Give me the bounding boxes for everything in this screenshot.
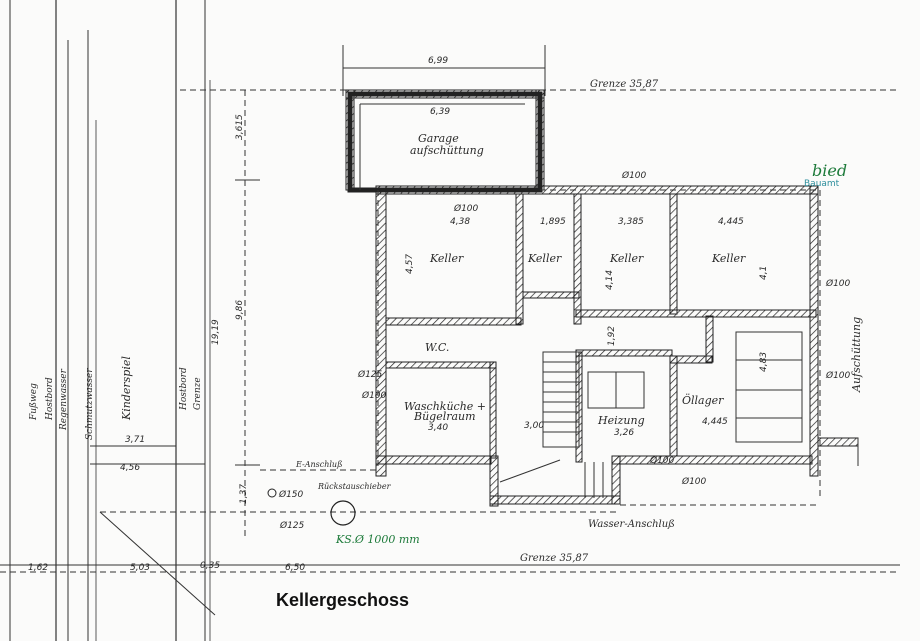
street-lines [9, 0, 211, 641]
dim-waschkueche: 3,40 [428, 423, 448, 433]
dim-503: 5,03 [130, 563, 150, 573]
room-label-heizung: Heizung [597, 414, 645, 427]
label-kinderspiel: Kinderspiel [120, 356, 133, 421]
room-label-keller-2: Keller [527, 252, 562, 265]
room-label-garage-sub: aufschüttung [410, 144, 484, 157]
room-label-oellager: Öllager [682, 393, 724, 407]
boundary-label-bottom: Grenze 35,87 [520, 553, 589, 564]
dim-650: 6,50 [285, 563, 305, 573]
pipe-label-top-left: Ø100 [453, 203, 479, 214]
dim-oellager-depth: 4,83 [759, 352, 769, 372]
pipe-label-right: Ø100 [825, 278, 851, 289]
label-grenze-left: Grenze [193, 377, 203, 410]
dim-oellager-width: 4,445 [702, 417, 728, 427]
label-schmutzwasser: Schmutzwasser [85, 368, 95, 440]
dim-keller3-depth: 4,14 [605, 270, 615, 290]
dim-corridor: 1,92 [607, 326, 617, 346]
plan-title: Kellergeschoss [276, 590, 410, 610]
dim-keller1-depth: 4,57 [405, 254, 415, 274]
label-fussweg: Fußweg [29, 383, 39, 421]
pipe-marker [267, 488, 277, 498]
label-e-anschluss: E-Anschluß [295, 460, 342, 469]
pipe-label-150: Ø150 [278, 489, 304, 500]
pipe-label-bottom: Ø100 [681, 476, 707, 487]
dim-building-depth: 9,86 [235, 300, 245, 320]
terrace-wall [817, 437, 859, 447]
oil-tank-symbols [587, 331, 803, 443]
left-dimensions [90, 179, 260, 466]
dim-garage-inner: 6,39 [430, 107, 450, 117]
label-wasser-anschluss: Wasser-Anschluß [588, 519, 675, 530]
room-label-waschkueche-sub: Bügelraum [413, 410, 476, 423]
pipe-label-right-2: Ø100 [825, 370, 851, 381]
staircase [499, 351, 604, 498]
inspection-shaft [330, 500, 356, 526]
stamp-bauamt: Bauamt [804, 179, 840, 189]
label-aufschuettung: Aufschüttung [850, 317, 863, 393]
label-ks: KS.Ø 1000 mm [335, 533, 420, 546]
boundary-label-top: Grenze 35,87 [590, 79, 659, 90]
dim-stairs: 3,00 [524, 421, 544, 431]
room-label-waschkueche: Waschküche + [404, 400, 486, 413]
room-label-wc: W.C. [425, 341, 449, 354]
dim-heizung: 3,26 [614, 428, 634, 438]
pipe-label-left-2: Ø100 [361, 390, 387, 401]
dim-setback: 1,37 [239, 484, 249, 504]
dim-keller1-width: 4,38 [450, 217, 470, 227]
label-regenwasser: Regenwasser [59, 368, 69, 431]
stamp-signature: bied [812, 161, 847, 180]
pipe-label-125: Ø125 [279, 520, 305, 531]
pipe-label-left: Ø125 [357, 369, 383, 380]
room-label-garage: Garage [418, 132, 459, 145]
dim-garage-width: 6,99 [428, 56, 448, 66]
dim-keller4-width: 4,445 [718, 217, 744, 227]
room-label-keller-4: Keller [711, 252, 746, 265]
top-dimension [342, 45, 546, 96]
label-hostbord: Hostbord [45, 377, 55, 421]
room-label-keller-1: Keller [429, 252, 464, 265]
dim-keller3-width: 3,385 [618, 217, 644, 227]
dim-371: 3,71 [125, 435, 145, 445]
dim-456: 4,56 [120, 463, 140, 473]
dim-garage-depth: 3,615 [235, 114, 245, 140]
label-rueckstauschieber: Rückstauschieber [317, 482, 392, 491]
pipe-label-bottom-2: Ø100 [649, 455, 675, 466]
room-label-keller-3: Keller [609, 252, 644, 265]
dim-plot-depth: 19,19 [211, 319, 221, 345]
dim-162: 1,62 [28, 563, 48, 573]
dim-keller2-width: 1,895 [540, 217, 566, 227]
dim-keller4-depth: 4,1 [759, 266, 769, 280]
pipe-label-top: Ø100 [621, 170, 647, 181]
label-hostbord-2: Hostbord [179, 367, 189, 411]
dim-035: 0,35 [200, 561, 220, 571]
building-walls [375, 185, 819, 507]
drainage-lines [99, 189, 821, 616]
